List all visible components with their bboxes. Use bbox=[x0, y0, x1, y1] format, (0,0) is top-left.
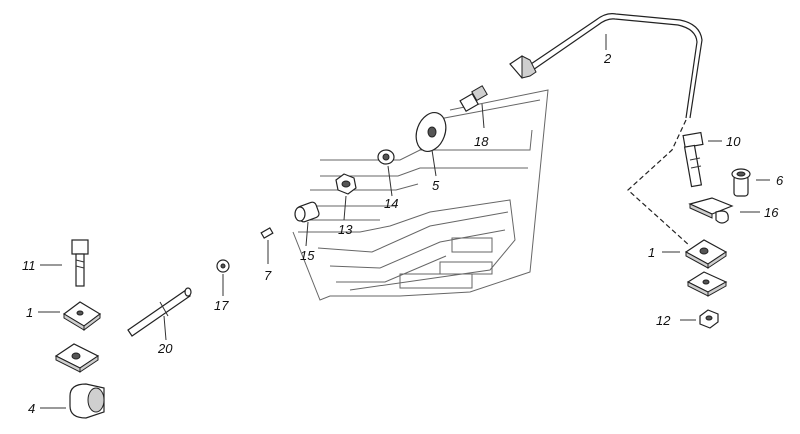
clamp-part-1-right bbox=[684, 239, 728, 269]
sleeve-part-6 bbox=[731, 168, 751, 197]
cab-outline bbox=[292, 89, 549, 301]
callout-label: 14 bbox=[384, 196, 398, 211]
nut-part-12 bbox=[699, 309, 719, 329]
nut-part-14 bbox=[377, 149, 395, 197]
nut-part-15 bbox=[294, 201, 320, 247]
callout-label: 7 bbox=[264, 268, 272, 283]
callout-label: 16 bbox=[764, 205, 779, 220]
nut-part-13 bbox=[335, 173, 357, 221]
clamp-lower-left bbox=[54, 343, 100, 373]
block-part-4 bbox=[69, 383, 105, 419]
washer-part-5 bbox=[415, 112, 447, 177]
callout-label: 12 bbox=[656, 313, 671, 328]
bolt-part-10 bbox=[682, 131, 704, 188]
callout-label: 11 bbox=[22, 258, 36, 273]
callout-label: 5 bbox=[432, 178, 440, 193]
clamp-part-1-left bbox=[62, 301, 102, 331]
callout-labels: 2 10 6 16 1 12 18 5 14 13 15 7 17 20 11 … bbox=[22, 51, 784, 416]
fitting-part-18 bbox=[459, 85, 488, 129]
clamp-lower-right bbox=[686, 271, 728, 297]
callout-label: 1 bbox=[648, 245, 655, 260]
pipe-part-2 bbox=[509, 13, 703, 247]
callout-label: 18 bbox=[474, 134, 489, 149]
nut-part-17 bbox=[216, 259, 230, 296]
leader-lines bbox=[38, 34, 770, 409]
callout-label: 13 bbox=[338, 222, 353, 237]
callout-label: 4 bbox=[28, 401, 35, 416]
bolt-part-11 bbox=[71, 239, 89, 287]
callout-label: 15 bbox=[300, 248, 315, 263]
callout-label: 20 bbox=[157, 341, 173, 356]
pin-part-7 bbox=[260, 227, 274, 264]
callout-label: 10 bbox=[726, 134, 741, 149]
callout-label: 2 bbox=[603, 51, 612, 66]
callout-label: 1 bbox=[26, 305, 33, 320]
clamp-part-16 bbox=[688, 197, 734, 224]
callout-label: 17 bbox=[214, 298, 229, 313]
callout-label: 6 bbox=[776, 173, 784, 188]
rod-part-20 bbox=[127, 287, 192, 341]
